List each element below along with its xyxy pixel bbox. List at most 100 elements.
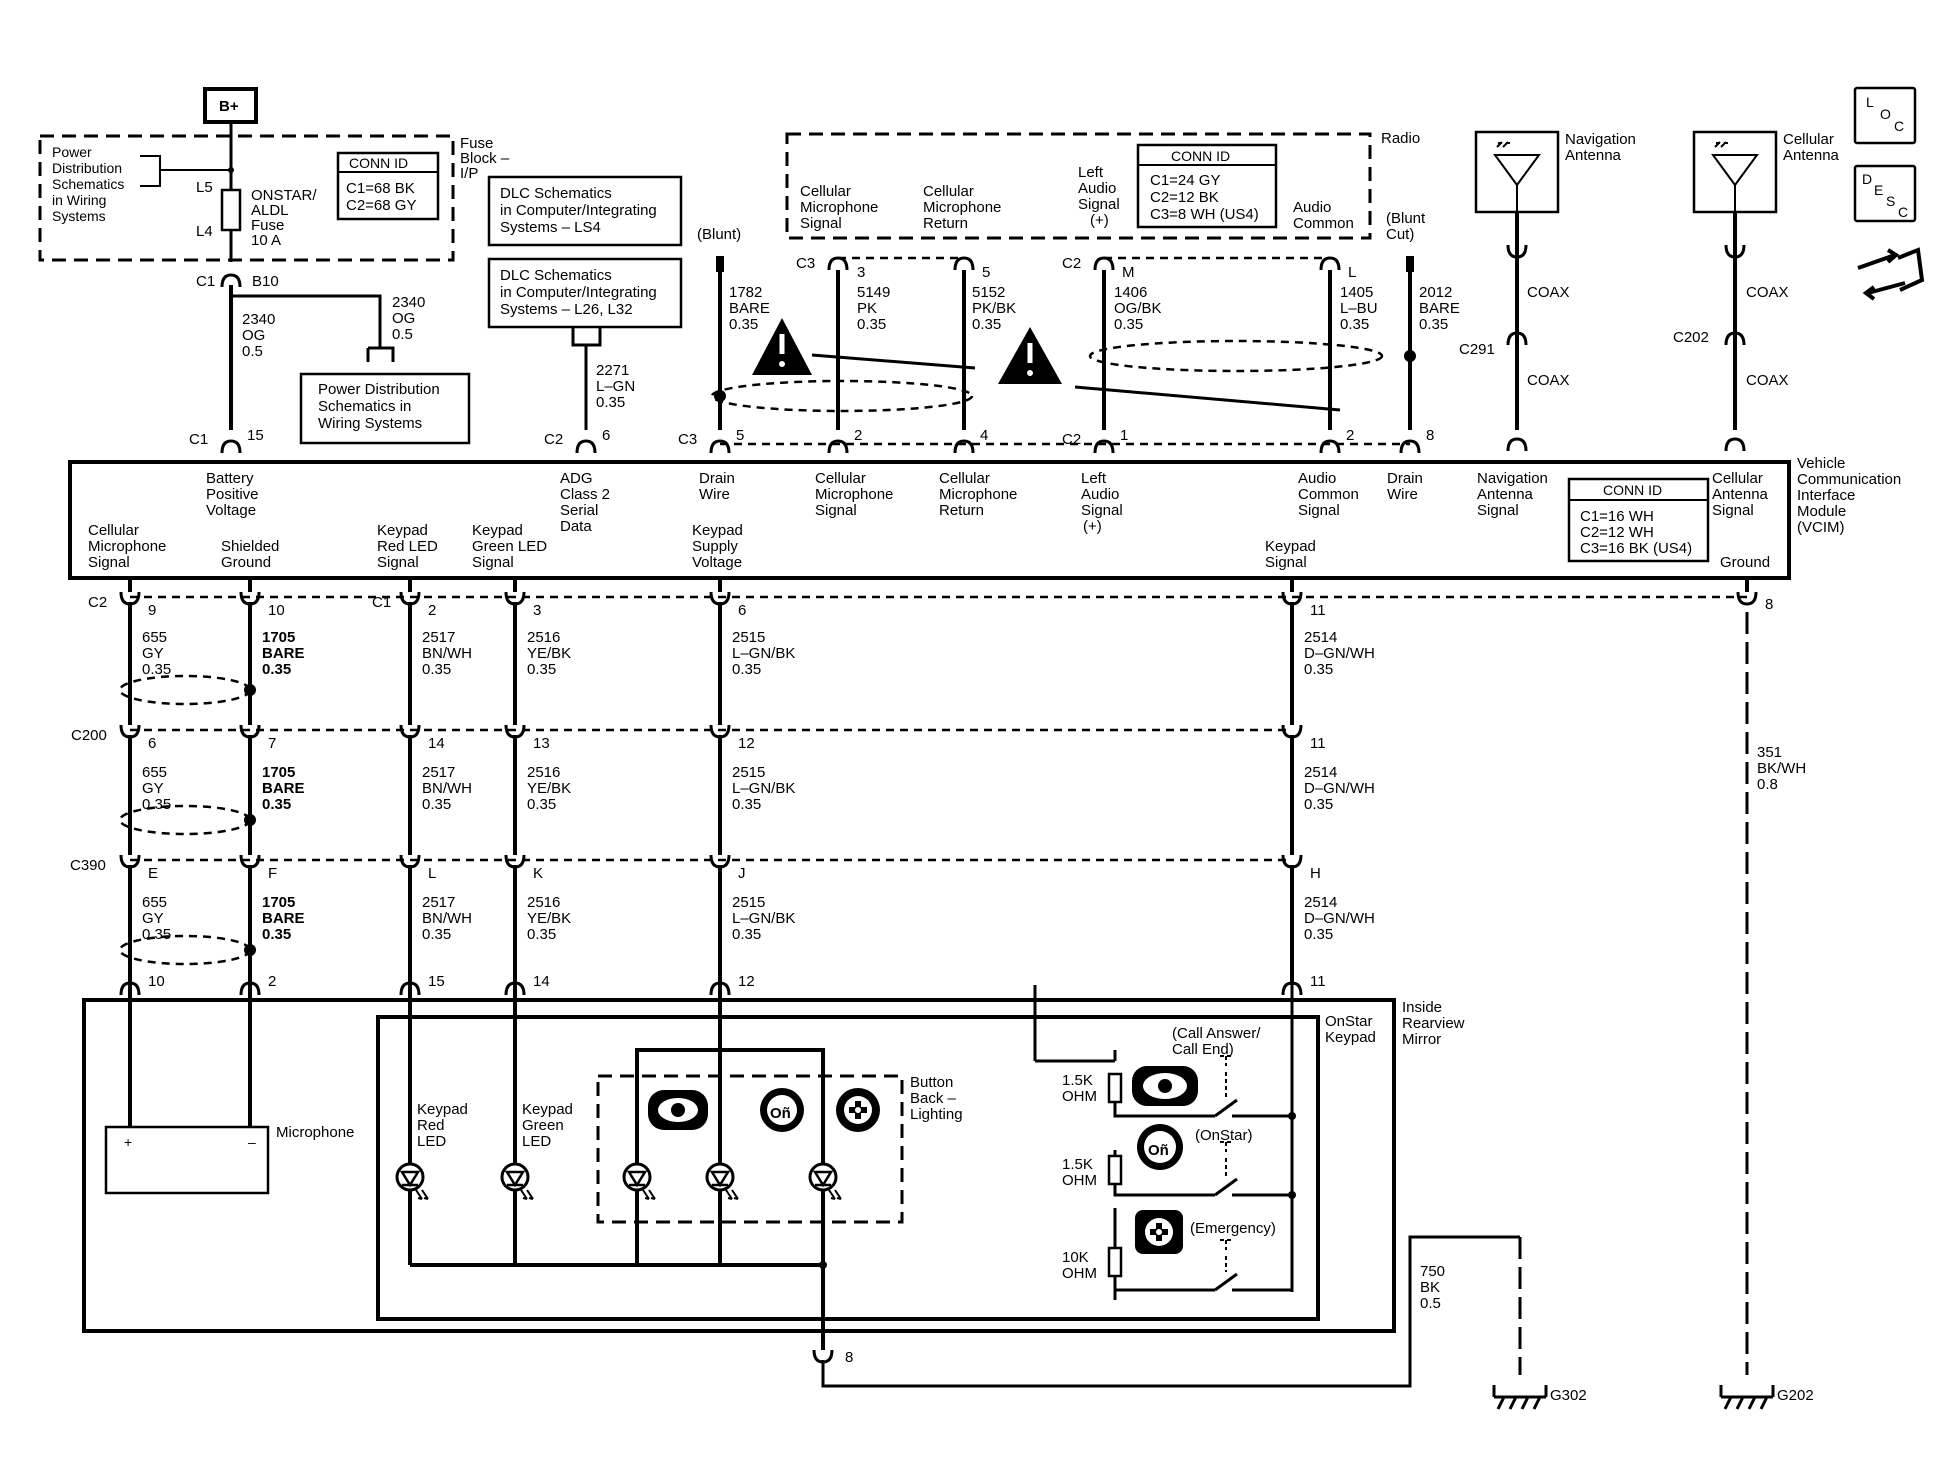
row-pin-label: F — [268, 865, 277, 882]
location-icon[interactable]: L O C — [1853, 86, 1917, 145]
svg-text:Call End): Call End) — [1172, 1041, 1234, 1058]
svg-text:B10: B10 — [252, 273, 279, 290]
svg-text:BN/WH: BN/WH — [422, 910, 472, 927]
g202-label: G202 — [1777, 1387, 1814, 1404]
dlc-schematic-l26-l32[interactable] — [487, 257, 683, 329]
svg-text:Signal: Signal — [1712, 502, 1754, 519]
svg-text:+: + — [124, 1134, 132, 1150]
svg-text:0.5: 0.5 — [1420, 1295, 1441, 1312]
svg-text:C2=12 BK: C2=12 BK — [1150, 189, 1219, 206]
svg-text:0.35: 0.35 — [1304, 661, 1333, 678]
svg-text:Keypad: Keypad — [472, 522, 523, 539]
svg-text:2340: 2340 — [392, 294, 425, 311]
row-connector-label: C1 — [372, 594, 391, 611]
emergency-button-icon[interactable] — [836, 1088, 880, 1132]
svg-text:L–GN: L–GN — [596, 378, 635, 395]
mirror-pin-label: 11 — [1310, 973, 1326, 990]
navigation-antenna-label: Navigation Antenna — [1565, 131, 1636, 164]
svg-text:0.35: 0.35 — [142, 926, 171, 943]
vcim-top-pin: 8 — [1426, 427, 1434, 444]
vcim-label-adg: ADG Class 2 Serial Data — [560, 470, 610, 535]
row-pin-label: E — [148, 865, 158, 882]
description-icon[interactable]: D E S C — [1853, 164, 1917, 223]
svg-text:Voltage: Voltage — [206, 502, 256, 519]
power-distribution-box[interactable] — [299, 372, 471, 445]
svg-text:0.35: 0.35 — [262, 661, 291, 678]
svg-text:GY: GY — [142, 780, 164, 797]
svg-text:YE/BK: YE/BK — [527, 780, 571, 797]
vcim-label-battery: Battery Positive Voltage — [206, 470, 259, 519]
svg-text:0.35: 0.35 — [732, 661, 761, 678]
row-pin-label: L — [428, 865, 436, 882]
svg-text:C: C — [1894, 118, 1904, 134]
svg-text:Fuse: Fuse — [460, 135, 493, 152]
svg-text:(VCIM): (VCIM) — [1797, 519, 1845, 536]
vcim-label-b-red-led: Keypad Red LED Signal — [377, 522, 438, 571]
warning-icon[interactable] — [752, 318, 812, 375]
vcim-top-conn: C2 — [544, 431, 563, 448]
row-connector-label: C2 — [88, 594, 107, 611]
call-answer-label: (Call Answer/ Call End) — [1172, 1025, 1261, 1058]
svg-text:1.5K: 1.5K — [1062, 1156, 1093, 1173]
svg-text:OHM: OHM — [1062, 1265, 1097, 1282]
svg-text:Back –: Back – — [910, 1090, 957, 1107]
svg-text:C202: C202 — [1673, 329, 1709, 346]
svg-text:2515: 2515 — [732, 629, 765, 646]
svg-text:Audio: Audio — [1298, 470, 1336, 487]
svg-text:2517: 2517 — [422, 764, 455, 781]
svg-text:Signal: Signal — [1265, 554, 1307, 571]
svg-text:5152: 5152 — [972, 284, 1005, 301]
row-pin-label: 11 — [1310, 735, 1326, 752]
svg-text:Cellular: Cellular — [800, 183, 851, 200]
bplus-label: B+ — [219, 98, 239, 115]
call-switch-icon[interactable] — [1132, 1066, 1198, 1106]
resistor-3-label: 10K OHM — [1062, 1249, 1097, 1282]
vcim-label-cell-antenna: Cellular Antenna Signal — [1712, 470, 1769, 519]
svg-text:BARE: BARE — [262, 910, 305, 927]
svg-text:ALDL: ALDL — [251, 202, 289, 219]
vcim-label-cell-mic-signal: Cellular Microphone Signal — [815, 470, 893, 519]
svg-text:Left: Left — [1078, 164, 1104, 181]
svg-text:Drain: Drain — [699, 470, 735, 487]
svg-text:Cellular: Cellular — [1783, 131, 1834, 148]
svg-text:BARE: BARE — [1419, 300, 1460, 317]
backlight-led — [808, 1162, 843, 1201]
dlc-schematic-ls4[interactable] — [487, 175, 683, 247]
onstar-label: (OnStar) — [1195, 1127, 1253, 1144]
call-button-icon[interactable] — [648, 1090, 708, 1130]
svg-text:C2=12 WH: C2=12 WH — [1580, 524, 1654, 541]
vcim-label-nav-antenna: Navigation Antenna Signal — [1477, 470, 1548, 519]
svg-text:Power Distribution: Power Distribution — [318, 381, 440, 398]
svg-text:Class 2: Class 2 — [560, 486, 610, 503]
svg-text:0.35: 0.35 — [422, 796, 451, 813]
svg-text:2340: 2340 — [242, 311, 275, 328]
warning-icon[interactable] — [998, 327, 1062, 384]
backlight-led — [622, 1162, 657, 1201]
onstar-button-icon[interactable]: Oñ — [760, 1088, 804, 1132]
onstar-switch-icon[interactable]: Oñ — [1137, 1124, 1183, 1170]
vcim-label-b-supply: Keypad Supply Voltage — [692, 522, 743, 571]
svg-text:0.35: 0.35 — [422, 926, 451, 943]
resistor-2-label: 1.5K OHM — [1062, 1156, 1097, 1189]
onstar-keypad — [376, 1015, 1320, 1321]
emergency-switch-icon[interactable] — [1135, 1210, 1183, 1254]
svg-text:2515: 2515 — [732, 894, 765, 911]
svg-text:C1=16 WH: C1=16 WH — [1580, 508, 1654, 525]
red-led — [395, 1162, 430, 1201]
svg-text:(Call Answer/: (Call Answer/ — [1172, 1025, 1261, 1042]
svg-text:M: M — [1122, 264, 1135, 281]
svg-text:2517: 2517 — [422, 629, 455, 646]
service-tool-icon[interactable] — [1857, 247, 1925, 301]
svg-text:1.5K: 1.5K — [1062, 1072, 1093, 1089]
row-pin-label: 14 — [428, 735, 445, 752]
svg-text:Cellular: Cellular — [923, 183, 974, 200]
svg-text:0.35: 0.35 — [422, 661, 451, 678]
svg-text:Antenna: Antenna — [1477, 486, 1534, 503]
wire-351: 351 BK/WH 0.8 — [1757, 744, 1806, 793]
vcim-label-drain-1: Drain Wire — [699, 470, 735, 503]
keypad-title: OnStar Keypad — [1325, 1013, 1376, 1046]
svg-text:ADG: ADG — [560, 470, 593, 487]
